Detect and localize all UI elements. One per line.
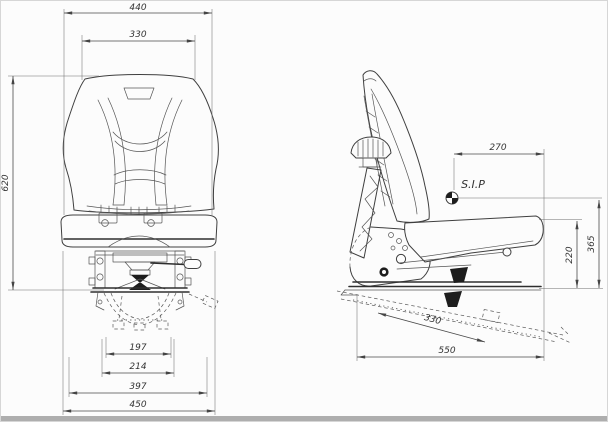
- front-lever-rod: [150, 262, 186, 266]
- front-lever-grip: [183, 259, 202, 269]
- dim-sip-height: 365: [587, 235, 597, 252]
- side-view: S.I.P 270 220 365 330 550: [336, 70, 603, 361]
- dim-frame-width: 397: [129, 382, 146, 392]
- front-dimensions: 440 330 620 197 214 397 450: [1, 3, 216, 415]
- side-cushion-outline: [404, 215, 544, 263]
- dim-sip-offset: 270: [489, 143, 506, 153]
- dim-base-width: 450: [129, 400, 146, 410]
- side-dimensions: 270 220 365 330 550: [356, 143, 603, 361]
- side-upper-wedge: [450, 267, 468, 283]
- front-scissor-linkage-dashed: [103, 292, 219, 331]
- image-bottom-bar: [1, 416, 607, 421]
- side-base-rails: [340, 281, 542, 296]
- front-cushion-dome: [107, 235, 171, 248]
- dim-inner-width: 197: [129, 343, 146, 353]
- sip-label: S.I.P: [461, 178, 485, 191]
- dim-cushion-height: 220: [565, 246, 575, 263]
- side-front-leg: [349, 167, 382, 259]
- dim-travel: 330: [423, 313, 442, 327]
- side-adjuster-knob: [350, 136, 392, 168]
- dim-backrest-width: 330: [129, 30, 146, 40]
- side-cushion-base-line: [420, 240, 534, 258]
- dim-overall-width: 440: [129, 3, 146, 13]
- front-cushion-outline: [60, 214, 218, 248]
- front-suspension: [88, 250, 202, 311]
- side-lower-wedge: [444, 291, 462, 307]
- front-backrest-stitching: [97, 87, 183, 206]
- dim-overall-depth: 550: [438, 346, 455, 356]
- front-shock-mount: [129, 275, 151, 290]
- front-hinge-brackets: [98, 212, 163, 227]
- sip-marker: [445, 191, 459, 205]
- front-backrest-bottom-piping: [86, 204, 192, 215]
- front-view: 440 330 620 197 214 397 450: [1, 3, 219, 415]
- dim-mid-width: 214: [129, 362, 146, 372]
- side-cushion-arms: [396, 247, 512, 270]
- dim-overall-height: 620: [1, 174, 11, 191]
